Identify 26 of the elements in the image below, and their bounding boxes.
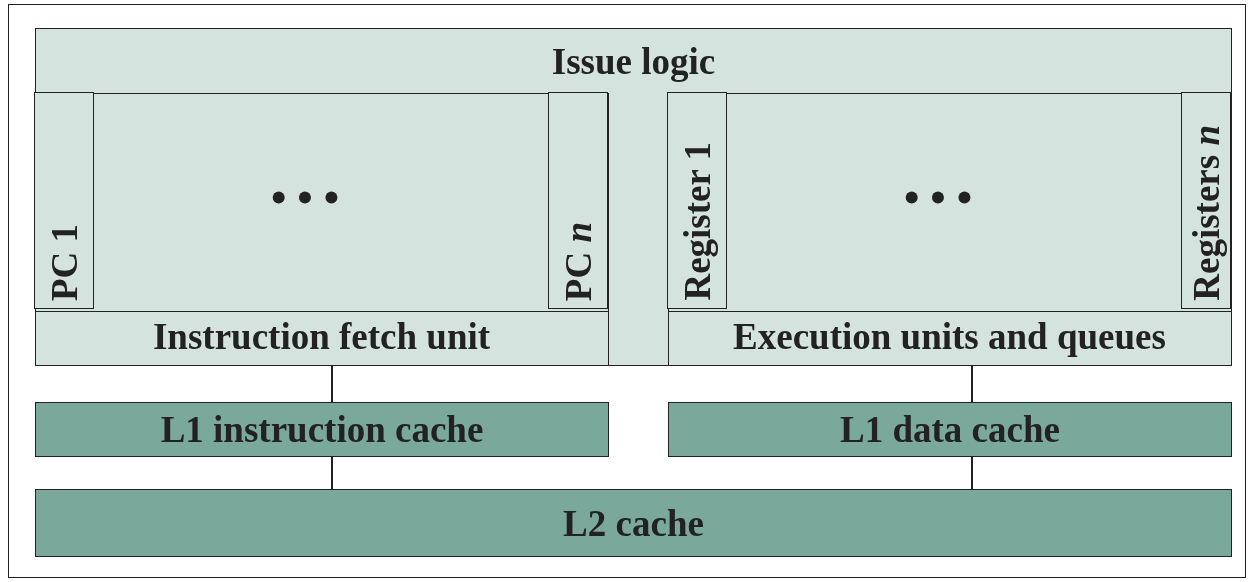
issue-logic-box xyxy=(35,28,1232,366)
cache-box xyxy=(35,402,609,457)
connector-line xyxy=(971,456,973,490)
cache-box xyxy=(668,402,1232,457)
unit-label: Issue logic xyxy=(551,43,716,80)
ellipsis-mark: • • • xyxy=(903,176,973,220)
unit-label: PC 1 xyxy=(45,223,83,301)
register-box xyxy=(1181,92,1231,309)
execution-unit-box xyxy=(667,92,1232,366)
unit-label: L2 cache xyxy=(563,504,704,542)
unit-label: Register 1 xyxy=(678,142,716,301)
pc-box xyxy=(34,92,94,309)
unit-label: L1 instruction cache xyxy=(160,411,484,448)
cache-box xyxy=(35,489,1232,557)
unit-label: Instruction fetch unit xyxy=(152,318,491,355)
ellipsis-mark: • • • xyxy=(270,176,340,220)
unit-label: PC n xyxy=(559,221,597,301)
connector-line xyxy=(971,365,973,403)
pc-box xyxy=(548,92,608,309)
unit-label: L1 data cache xyxy=(840,411,1060,448)
unit-label: Execution units and queues xyxy=(733,318,1166,355)
connector-line xyxy=(331,456,333,490)
unit-label: Registers n xyxy=(1187,125,1225,301)
register-box xyxy=(667,92,727,309)
connector-line xyxy=(331,365,333,403)
fetch-unit-box xyxy=(34,92,609,366)
